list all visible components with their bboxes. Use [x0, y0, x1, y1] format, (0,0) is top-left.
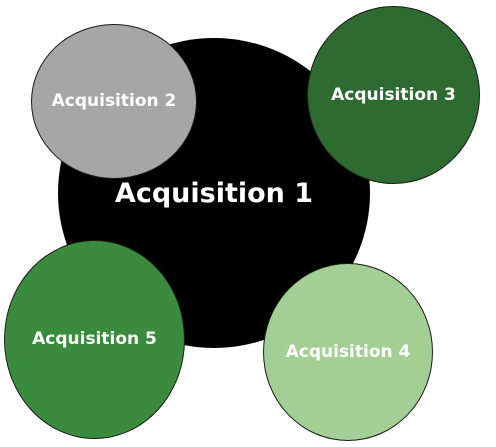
acquisition-2-label: Acquisition 2	[51, 91, 177, 111]
acquisition-4-label: Acquisition 4	[285, 341, 411, 362]
acquisition-5-label: Acquisition 5	[32, 329, 157, 349]
acquisition-5-circle: Acquisition 5	[4, 240, 185, 439]
acquisition-3-label: Acquisition 3	[331, 84, 456, 105]
acquisition-2-circle: Acquisition 2	[31, 24, 197, 179]
acquisition-3-circle: Acquisition 3	[307, 6, 480, 184]
acquisition-1-label: Acquisition 1	[114, 177, 314, 209]
acquisition-4-circle: Acquisition 4	[263, 263, 433, 441]
